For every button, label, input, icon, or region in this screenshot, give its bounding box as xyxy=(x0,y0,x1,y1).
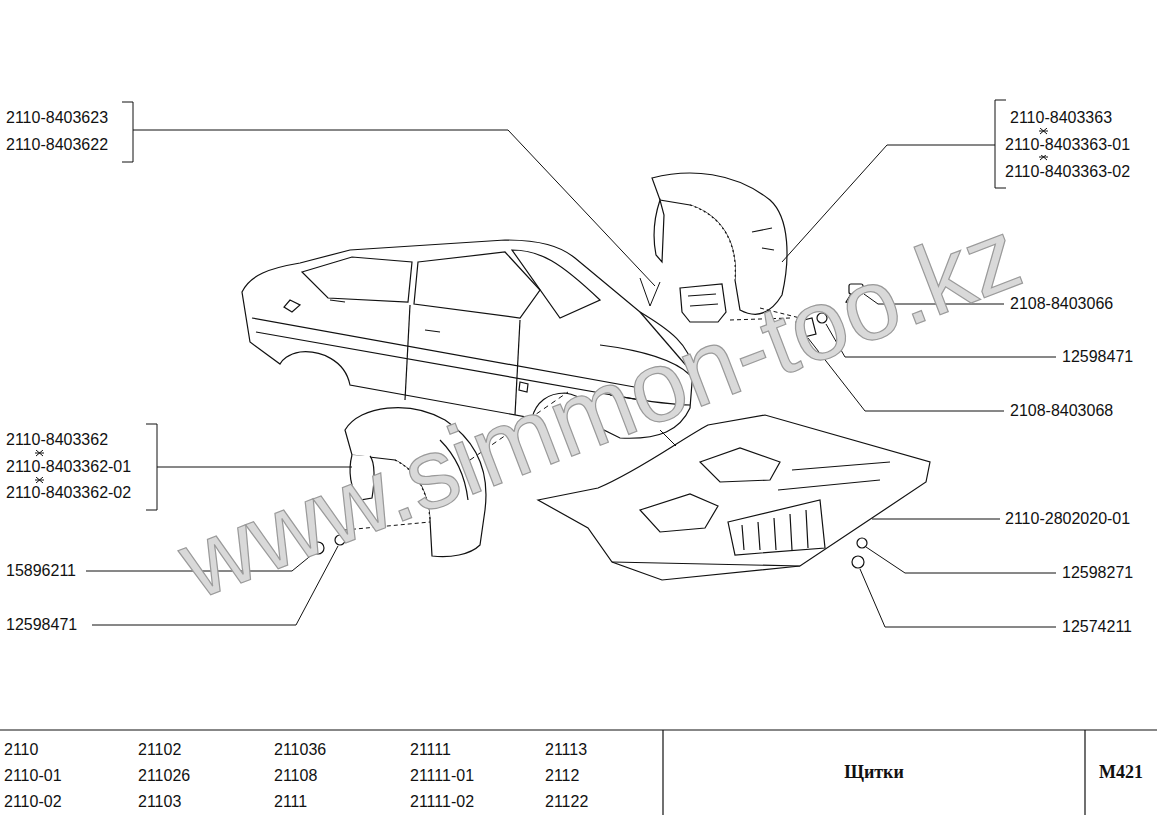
part-number: 15896211 xyxy=(4,561,78,581)
watermark: www.simmon-too.kz xyxy=(165,197,1034,618)
part-number: 2110-2802020-01 xyxy=(1003,509,1132,529)
part-number: 2110-8403363-02 xyxy=(1003,162,1132,182)
part-number: 2108-8403068 xyxy=(1008,401,1115,421)
model-code: 21122 xyxy=(543,792,590,812)
model-code: 2111 xyxy=(272,792,309,812)
model-code: 211036 xyxy=(272,740,328,760)
section-code: M421 xyxy=(1097,762,1145,782)
model-code: 21102 xyxy=(136,740,183,760)
part-number: 2110-8403362 xyxy=(4,430,110,450)
model-code: 2112 xyxy=(543,766,581,786)
part-number: 12598471 xyxy=(1060,347,1135,367)
part-number: 2108-8403066 xyxy=(1008,294,1115,314)
model-code: 21111-02 xyxy=(408,792,476,812)
part-number: 12598271 xyxy=(1060,563,1135,583)
part-number: 12598471 xyxy=(4,615,79,635)
leader-lines xyxy=(86,130,1056,627)
part-number: 2110-8403622 xyxy=(4,135,110,155)
model-code: 21111 xyxy=(408,740,453,760)
part-number: 12574211 xyxy=(1060,617,1134,637)
model-code: 2110-01 xyxy=(2,766,64,786)
model-code: 21113 xyxy=(543,740,589,760)
part-number: 2110-8403623 xyxy=(4,108,110,128)
part-number: 2110-8403363 xyxy=(1008,108,1114,128)
model-code: 21103 xyxy=(136,792,183,812)
model-code: 21111-01 xyxy=(408,766,476,786)
sheet-title: Щитки xyxy=(842,762,906,782)
model-code: 2110 xyxy=(2,740,40,760)
model-code: 2110-02 xyxy=(2,792,64,812)
part-number: 2110-8403363-01 xyxy=(1003,135,1132,155)
model-code: 211026 xyxy=(136,766,192,786)
title-block xyxy=(0,730,1157,815)
model-code: 21108 xyxy=(272,766,319,786)
part-number: 2110-8403362-02 xyxy=(4,483,133,503)
part-number: 2110-8403362-01 xyxy=(4,457,133,477)
